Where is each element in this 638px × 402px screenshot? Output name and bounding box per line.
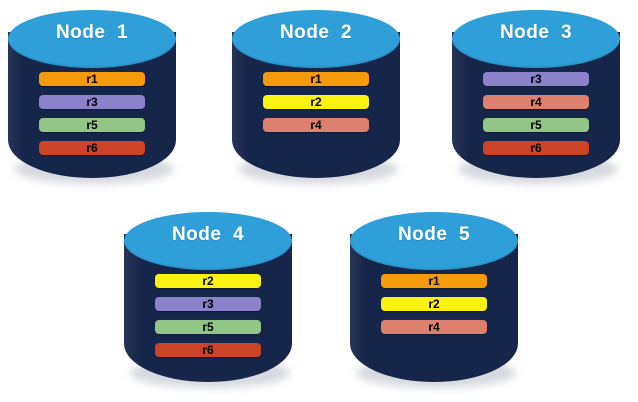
record-label: r2 [310, 95, 322, 109]
record-label: r1 [310, 72, 322, 86]
record-label: r2 [202, 274, 214, 288]
database-node-2[interactable]: Node 2 r1 r2 r4 [232, 10, 400, 188]
record-list: r1 r2 r4 [263, 72, 369, 141]
database-node-1[interactable]: Node 1 r1 r3 r5 r6 [8, 10, 176, 188]
record-label: r6 [86, 141, 98, 155]
record-label: r2 [428, 297, 440, 311]
node-title: Node 2 [279, 22, 353, 43]
record-bar-r5[interactable]: r5 [155, 320, 261, 334]
database-node-4[interactable]: Node 4 r2 r3 r5 r6 [124, 212, 292, 392]
cylinder-top-ellipse [452, 10, 620, 68]
record-bar-r6[interactable]: r6 [39, 141, 145, 155]
record-label: r3 [530, 72, 542, 86]
record-bar-r5[interactable]: r5 [39, 118, 145, 132]
record-bar-r5[interactable]: r5 [483, 118, 589, 132]
cylinder-top-ellipse [350, 212, 518, 270]
record-label: r5 [530, 118, 542, 132]
record-bar-r1[interactable]: r1 [263, 72, 369, 86]
record-bar-r6[interactable]: r6 [155, 343, 261, 357]
record-bar-r4[interactable]: r4 [381, 320, 487, 334]
record-label: r5 [202, 320, 214, 334]
node-title: Node 1 [55, 22, 129, 43]
database-node-3[interactable]: Node 3 r3 r4 r5 r6 [452, 10, 620, 188]
record-label: r4 [428, 320, 440, 334]
record-list: r2 r3 r5 r6 [155, 274, 261, 366]
record-label: r4 [530, 95, 542, 109]
record-label: r3 [202, 297, 214, 311]
record-bar-r6[interactable]: r6 [483, 141, 589, 155]
node-title: Node 4 [171, 224, 245, 245]
record-label: r6 [530, 141, 542, 155]
record-label: r4 [310, 118, 322, 132]
record-bar-r3[interactable]: r3 [155, 297, 261, 311]
record-bar-r4[interactable]: r4 [263, 118, 369, 132]
record-list: r3 r4 r5 r6 [483, 72, 589, 164]
record-bar-r2[interactable]: r2 [155, 274, 261, 288]
node-title: Node 3 [499, 22, 573, 43]
record-label: r1 [428, 274, 440, 288]
database-node-5[interactable]: Node 5 r1 r2 r4 [350, 212, 518, 392]
record-list: r1 r3 r5 r6 [39, 72, 145, 164]
record-bar-r2[interactable]: r2 [381, 297, 487, 311]
record-label: r5 [86, 118, 98, 132]
record-bar-r4[interactable]: r4 [483, 95, 589, 109]
node-title: Node 5 [397, 224, 471, 245]
record-bar-r3[interactable]: r3 [483, 72, 589, 86]
record-bar-r3[interactable]: r3 [39, 95, 145, 109]
record-label: r6 [202, 343, 214, 357]
record-label: r1 [86, 72, 98, 86]
record-bar-r1[interactable]: r1 [381, 274, 487, 288]
cylinder-top-ellipse [232, 10, 400, 68]
record-list: r1 r2 r4 [381, 274, 487, 343]
cylinder-top-ellipse [124, 212, 292, 270]
record-bar-r1[interactable]: r1 [39, 72, 145, 86]
record-label: r3 [86, 95, 98, 109]
record-bar-r2[interactable]: r2 [263, 95, 369, 109]
cylinder-top-ellipse [8, 10, 176, 68]
